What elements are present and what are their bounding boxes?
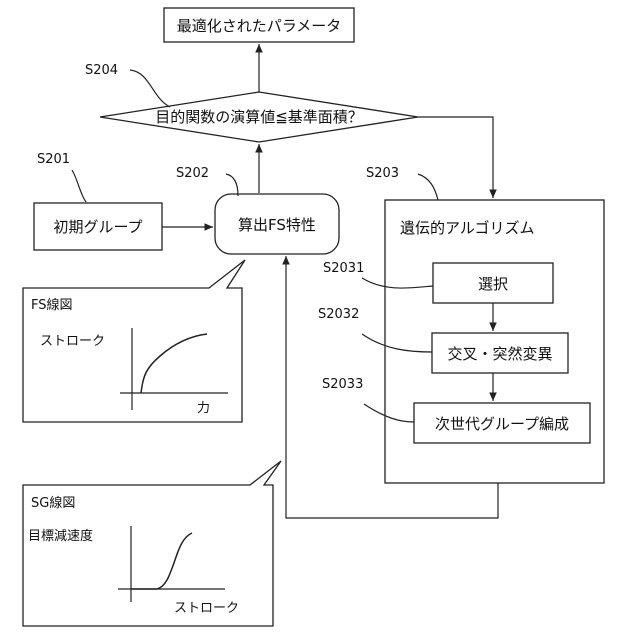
step-label-s203: S203 xyxy=(366,166,399,181)
initial-group-node-text: 初期グループ xyxy=(53,218,142,236)
decision-node: 目的関数の演算値≦基準面積？ xyxy=(100,92,418,142)
leader-s202 xyxy=(226,174,238,196)
sg-callout-title: SG線図 xyxy=(31,495,75,511)
arrow-decision-to-ga xyxy=(418,117,493,198)
fs-callout-x-label: 力 xyxy=(197,401,210,416)
result-node-text: 最適化されたパラメータ xyxy=(177,17,342,35)
leader-s203 xyxy=(418,174,438,200)
selection-node-text: 選択 xyxy=(478,275,508,293)
next-generation-node-text: 次世代グループ編成 xyxy=(435,415,569,433)
result-node: 最適化されたパラメータ xyxy=(164,8,354,42)
step-label-s2031: S2031 xyxy=(323,261,364,276)
fs-diagram-callout: FS線図 ストローク 力 xyxy=(23,260,245,422)
next-generation-node: 次世代グループ編成 xyxy=(414,403,590,443)
sg-callout-y-label: 目標減速度 xyxy=(28,528,93,544)
step-label-s201: S201 xyxy=(37,152,70,167)
crossover-node-text: 交叉・突然変異 xyxy=(447,345,552,363)
step-label-s2033: S2033 xyxy=(322,377,363,392)
step-label-s202: S202 xyxy=(176,166,209,181)
sg-callout-x-label: ストローク xyxy=(174,601,239,616)
genetic-algorithm-title: 遺伝的アルゴリズム xyxy=(400,219,535,237)
leader-s201 xyxy=(72,170,86,202)
step-label-s204: S204 xyxy=(85,63,118,78)
leader-s204 xyxy=(130,70,170,107)
decision-node-text: 目的関数の演算値≦基準面積？ xyxy=(155,108,363,126)
step-label-s2032: S2032 xyxy=(318,307,359,322)
fs-callout-title: FS線図 xyxy=(31,297,73,313)
selection-node: 選択 xyxy=(433,263,553,303)
fs-callout-y-label: ストローク xyxy=(40,334,105,349)
calc-fs-node-text: 算出FS特性 xyxy=(238,216,316,234)
sg-diagram-callout: SG線図 目標減速度 ストローク xyxy=(23,461,281,626)
crossover-node: 交叉・突然変異 xyxy=(432,333,568,373)
calc-fs-node: 算出FS特性 xyxy=(215,194,339,254)
initial-group-node: 初期グループ xyxy=(34,203,162,250)
